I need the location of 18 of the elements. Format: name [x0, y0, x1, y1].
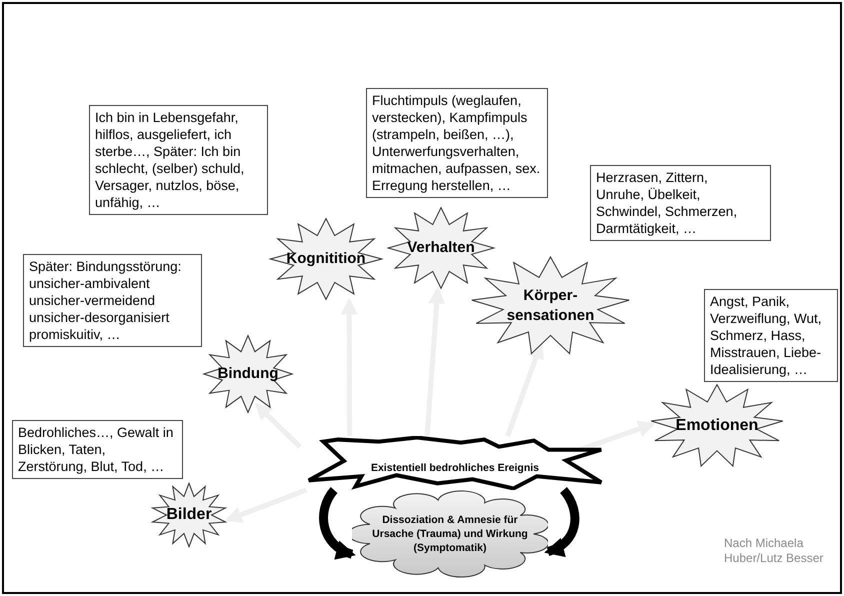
text-box: Bedrohliches…, Gewalt in Blicken, Taten, Zerstörung, Blut, Tod, …	[12, 420, 183, 479]
starburst: Bilder	[150, 482, 228, 548]
arrow	[224, 488, 308, 523]
cloud-shape: Dissoziation & Amnesie für Ursache (Trauma) und Wirkung (Symptomatik)	[352, 490, 548, 578]
text-box: Später: Bindungsstörung: unsicher-ambivalent unsicher-vermeidend unsicher-desorganisiert promiskuitiv, …	[23, 254, 202, 347]
arrow	[319, 487, 356, 558]
text-box: Angst, Panik, Verzweiflung, Wut, Schmerz, Hass, Misstrauen, Liebe-Idealisierung, …	[704, 289, 838, 382]
arrow	[424, 286, 446, 436]
starburst: Emotionen	[648, 383, 786, 469]
text-box: Ich bin in Lebensgefahr, hilflos, ausgeliefert, ich sterbe…, Später: Ich bin schlecht, (selber) schuld, Versager, nutzlos, böse, unfähig, …	[89, 105, 268, 215]
text-box: Herzrasen, Zittern, Unruhe, Übelkeit, Schwindel, Schmerzen, Darmtätigkeit, …	[590, 165, 771, 241]
arrow	[340, 298, 358, 436]
starburst: Kognitition	[268, 217, 384, 301]
credit-note: Nach Michaela Huber/Lutz Besser	[724, 536, 824, 566]
starburst: Bindung	[202, 334, 294, 414]
starburst: Verhalten	[386, 206, 496, 290]
arrow	[254, 402, 302, 449]
text-box: Fluchtimpuls (weglaufen, verstecken), Kampfimpuls (strampeln, beißen, …), Unterwerfungsverhalten, mitmachen, aufpassen, sex. Erregung herstellen, …	[366, 88, 548, 198]
